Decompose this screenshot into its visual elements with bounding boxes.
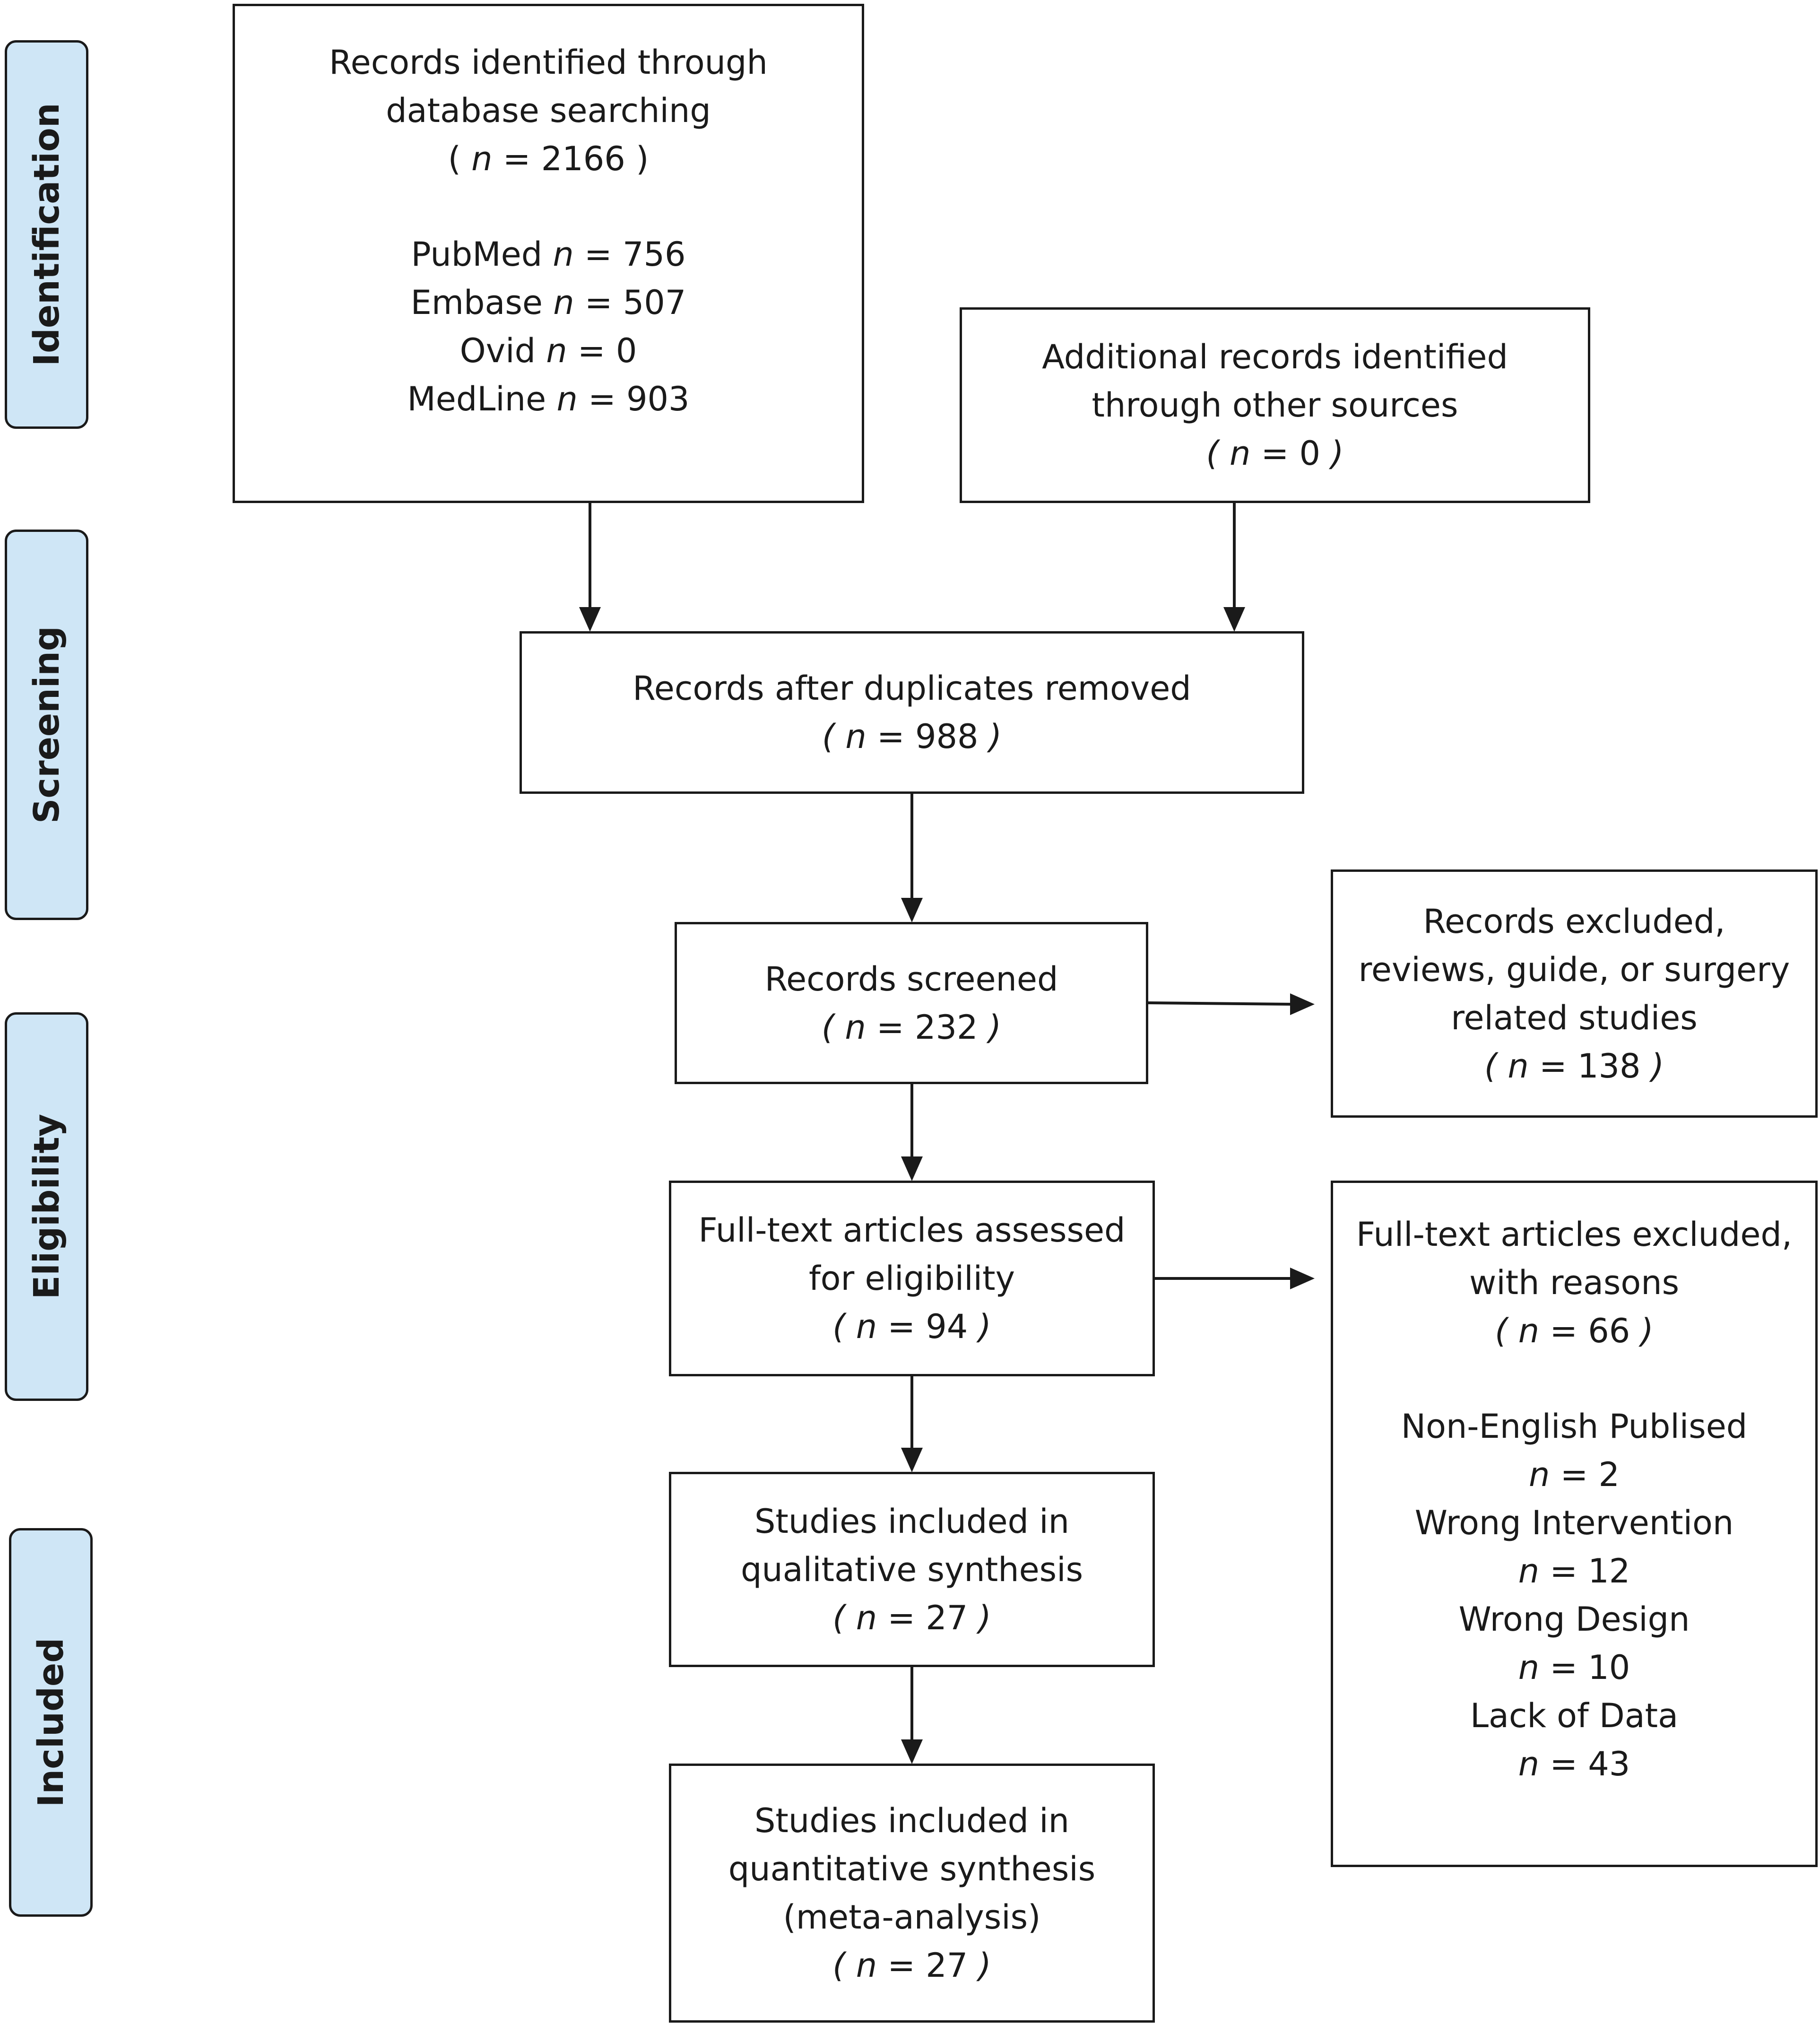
fulltext-title-1: Full-text articles assessed xyxy=(698,1211,1126,1250)
reason-label: Wrong Intervention xyxy=(1414,1504,1734,1542)
additional-count: ( n = 0 ) xyxy=(1206,434,1344,473)
arrowhead xyxy=(901,898,923,922)
additional-title-2: through other sources xyxy=(1092,386,1458,425)
additional-records-box: Additional records identified through ot… xyxy=(960,307,1590,503)
arrowhead xyxy=(1290,993,1315,1015)
records-screened-box: Records screened ( n = 232 ) xyxy=(675,922,1148,1084)
reason-label: Non-English Publised xyxy=(1401,1407,1748,1446)
source-embase: Embase n = 507 xyxy=(410,283,686,322)
stage-included-label: Included xyxy=(30,1637,71,1808)
stage-eligibility-label: Eligibility xyxy=(26,1113,67,1300)
reason-count: n = 43 xyxy=(1518,1745,1630,1783)
identified-records-box: Records identified through database sear… xyxy=(233,4,864,503)
source-medline: MedLine n = 903 xyxy=(407,380,690,418)
duplicates-title: Records after duplicates removed xyxy=(633,669,1191,708)
source-ovid: Ovid n = 0 xyxy=(459,331,637,370)
excluded-count: ( n = 138 ) xyxy=(1484,1046,1664,1086)
arrowhead xyxy=(901,1448,923,1472)
reason-count: n = 10 xyxy=(1518,1648,1630,1687)
duplicates-count: ( n = 988 ) xyxy=(822,717,1002,756)
qualitative-title-2: qualitative synthesis xyxy=(740,1550,1083,1589)
records-excluded-box: Records excluded, reviews, guide, or sur… xyxy=(1331,869,1818,1118)
quantitative-title-2: quantitative synthesis xyxy=(728,1850,1096,1888)
fulltext-title-2: for eligibility xyxy=(809,1259,1015,1298)
excluded-title-1: Records excluded, xyxy=(1423,902,1725,941)
qualitative-synthesis-box: Studies included in qualitative synthesi… xyxy=(669,1472,1155,1667)
duplicates-removed-box: Records after duplicates removed ( n = 9… xyxy=(520,631,1304,794)
arrowhead xyxy=(901,1156,923,1181)
arrowhead xyxy=(901,1739,923,1764)
screened-title: Records screened xyxy=(764,959,1058,999)
additional-title-1: Additional records identified xyxy=(1042,338,1508,376)
arrow-screened-to-excluded xyxy=(1147,1001,1292,1006)
quantitative-synthesis-box: Studies included in quantitative synthes… xyxy=(669,1764,1155,2023)
source-pubmed: PubMed n = 756 xyxy=(411,235,686,274)
reason-label: Lack of Data xyxy=(1470,1696,1679,1735)
identified-title-2: database searching xyxy=(386,91,711,130)
identified-title-1: Records identified through xyxy=(329,43,768,82)
screened-count: ( n = 232 ) xyxy=(821,1008,1002,1047)
qualitative-count: ( n = 27 ) xyxy=(832,1598,991,1637)
identified-count: ( n = 2166 ) xyxy=(448,139,649,178)
excluded-title-2: reviews, guide, or surgery xyxy=(1358,950,1790,989)
arrowhead xyxy=(1223,607,1245,632)
stage-screening: Screening xyxy=(5,530,88,920)
quantitative-title-3: (meta-analysis) xyxy=(783,1898,1041,1937)
reason-label: Wrong Design xyxy=(1458,1600,1690,1639)
fulltext-excluded-title-2: with reasons xyxy=(1469,1263,1680,1302)
arrowhead xyxy=(1290,1268,1315,1289)
excluded-title-3: related studies xyxy=(1451,998,1698,1037)
fulltext-excluded-box: Full-text articles excluded, with reason… xyxy=(1331,1181,1818,1867)
reason-count: n = 12 xyxy=(1518,1552,1630,1590)
arrowhead xyxy=(579,607,601,632)
quantitative-count: ( n = 27 ) xyxy=(832,1946,991,1985)
fulltext-excluded-title-1: Full-text articles excluded, xyxy=(1356,1215,1793,1254)
reason-count: n = 2 xyxy=(1528,1455,1620,1494)
qualitative-title-1: Studies included in xyxy=(754,1502,1070,1541)
quantitative-title-1: Studies included in xyxy=(754,1801,1070,1840)
stage-eligibility: Eligibility xyxy=(5,1012,88,1401)
fulltext-assessed-box: Full-text articles assessed for eligibil… xyxy=(669,1181,1155,1376)
stage-identification: Identification xyxy=(5,40,88,429)
fulltext-excluded-count: ( n = 66 ) xyxy=(1495,1312,1654,1350)
fulltext-count: ( n = 94 ) xyxy=(832,1307,991,1346)
stage-included: Included xyxy=(9,1528,93,1917)
identified-total: 2166 xyxy=(541,139,625,178)
stage-identification-label: Identification xyxy=(26,103,67,366)
stage-screening-label: Screening xyxy=(26,626,67,824)
